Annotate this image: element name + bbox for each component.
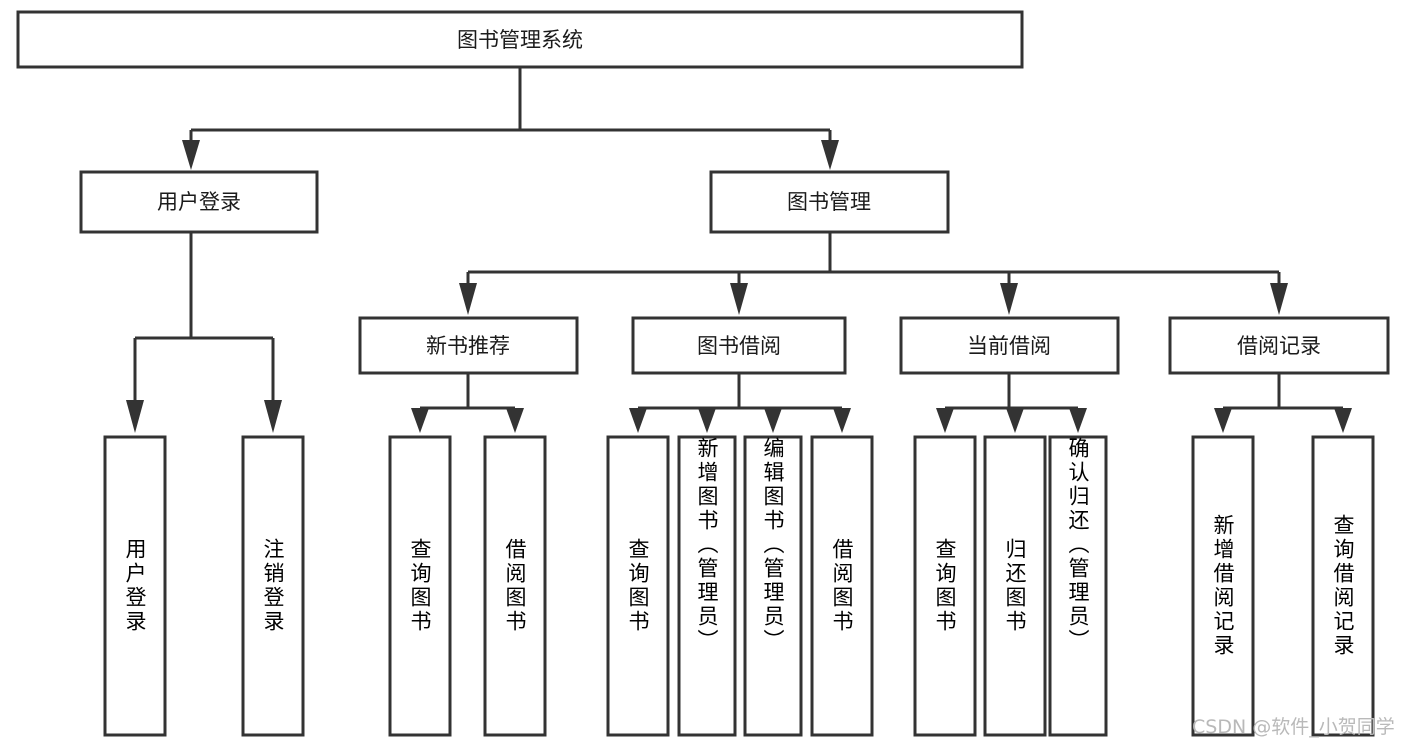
node-leaf-return-book-box[interactable] (983, 435, 1047, 737)
arrow-head-leaf-query-book-1 (411, 408, 429, 433)
node-leaf-add-record-box[interactable] (1191, 435, 1255, 737)
arrow-head-leaf-add-book (698, 408, 716, 433)
node-leaf-query-book-3[interactable]: 查询图书 (913, 435, 977, 737)
connector-group-new-book-rec (411, 373, 524, 433)
node-root-box[interactable] (16, 10, 1024, 69)
node-leaf-query-book-2-label: 查询图书 (626, 538, 650, 634)
node-leaf-add-record[interactable]: 新增借阅记录 (1191, 435, 1255, 737)
node-leaf-add-book[interactable]: 新增图书（管理员） (677, 435, 737, 737)
node-leaf-confirm-return-box[interactable] (1048, 435, 1108, 737)
arrow-head-leaf-user-login (126, 400, 144, 433)
node-new-book-rec-box[interactable] (358, 316, 579, 375)
arrow-head-leaf-logout (264, 400, 282, 433)
node-book-borrow-label: 图书借阅 (697, 334, 781, 358)
connector-group-book-manage (459, 232, 1288, 315)
node-user-login-label: 用户登录 (157, 190, 241, 214)
node-leaf-return-book-label: 归还图书 (1003, 538, 1027, 634)
node-borrow-record-label: 借阅记录 (1237, 334, 1321, 358)
node-user-login[interactable]: 用户登录 (79, 170, 319, 234)
node-current-borrow[interactable]: 当前借阅 (899, 316, 1120, 375)
node-leaf-user-login-label: 用户登录 (123, 538, 147, 634)
node-user-login-box[interactable] (79, 170, 319, 234)
node-leaf-borrow-book-2[interactable]: 借阅图书 (810, 435, 874, 737)
node-leaf-add-record-label: 新增借阅记录 (1211, 514, 1235, 658)
node-leaf-logout-label: 注销登录 (261, 538, 285, 634)
node-root-label: 图书管理系统 (457, 28, 583, 52)
node-leaf-user-login-box[interactable] (103, 435, 167, 737)
node-borrow-record[interactable]: 借阅记录 (1168, 316, 1390, 375)
node-leaf-edit-book-box[interactable] (743, 435, 803, 737)
node-leaf-borrow-book-2-box[interactable] (810, 435, 874, 737)
node-leaf-query-book-1-label: 查询图书 (408, 538, 432, 634)
node-current-borrow-label: 当前借阅 (967, 334, 1051, 358)
connector-group-book-borrow (629, 373, 851, 433)
node-leaf-query-book-1-box[interactable] (388, 435, 452, 737)
node-leaf-borrow-book-2-label: 借阅图书 (830, 538, 854, 634)
node-new-book-rec[interactable]: 新书推荐 (358, 316, 579, 375)
node-book-manage[interactable]: 图书管理 (709, 170, 950, 234)
node-leaf-user-login[interactable]: 用户登录 (103, 435, 167, 737)
arrow-head-book-manage (821, 140, 839, 170)
node-leaf-confirm-return[interactable]: 确认归还（管理员） (1048, 435, 1108, 737)
node-book-manage-label: 图书管理 (787, 190, 871, 214)
node-leaf-logout[interactable]: 注销登录 (241, 435, 305, 737)
node-leaf-borrow-book-1[interactable]: 借阅图书 (483, 435, 547, 737)
node-leaf-query-record-label: 查询借阅记录 (1331, 514, 1355, 658)
arrow-head-leaf-edit-book (764, 408, 782, 433)
node-leaf-query-book-2[interactable]: 查询图书 (606, 435, 670, 737)
arrow-head-leaf-query-record (1334, 408, 1352, 433)
node-borrow-record-box[interactable] (1168, 316, 1390, 375)
node-leaf-edit-book[interactable]: 编辑图书（管理员） (743, 435, 803, 737)
node-leaf-query-book-2-box[interactable] (606, 435, 670, 737)
node-leaf-add-book-box[interactable] (677, 435, 737, 737)
node-leaf-borrow-book-1-label: 借阅图书 (503, 538, 527, 634)
node-book-borrow[interactable]: 图书借阅 (631, 316, 847, 375)
arrow-head-new-book-rec (459, 283, 477, 315)
node-leaf-confirm-return-label: 确认归还（管理员） (1066, 437, 1090, 653)
connector-group-borrow-record (1214, 373, 1352, 433)
arrow-head-current-borrow (1000, 283, 1018, 315)
node-leaf-query-record[interactable]: 查询借阅记录 (1311, 435, 1375, 737)
node-leaf-borrow-book-1-box[interactable] (483, 435, 547, 737)
node-book-borrow-box[interactable] (631, 316, 847, 375)
arrow-head-leaf-query-book-3 (936, 408, 954, 433)
arrow-head-leaf-borrow-book-1 (506, 408, 524, 433)
node-leaf-return-book[interactable]: 归还图书 (983, 435, 1047, 737)
arrow-head-leaf-return-book (1006, 408, 1024, 433)
connector-group-current-borrow (936, 373, 1087, 433)
arrow-head-leaf-confirm-return (1069, 408, 1087, 433)
node-leaf-query-book-3-label: 查询图书 (933, 538, 957, 634)
node-leaf-query-book-3-box[interactable] (913, 435, 977, 737)
node-leaf-logout-box[interactable] (241, 435, 305, 737)
node-new-book-rec-label: 新书推荐 (426, 334, 510, 358)
node-book-manage-box[interactable] (709, 170, 950, 234)
node-leaf-query-book-1[interactable]: 查询图书 (388, 435, 452, 737)
arrow-head-user-login (182, 140, 200, 170)
arrow-head-book-borrow (730, 283, 748, 315)
node-root[interactable]: 图书管理系统 (16, 10, 1024, 69)
node-current-borrow-box[interactable] (899, 316, 1120, 375)
connector-group-root (182, 67, 839, 170)
node-leaf-edit-book-label: 编辑图书（管理员） (761, 437, 785, 653)
arrow-head-leaf-add-record (1214, 408, 1232, 433)
arrow-head-leaf-borrow-book-2 (833, 408, 851, 433)
connector-group-user-login (126, 232, 282, 433)
arrow-head-borrow-record (1270, 283, 1288, 315)
arrow-head-leaf-query-book-2 (629, 408, 647, 433)
node-leaf-query-record-box[interactable] (1311, 435, 1375, 737)
node-leaf-add-book-label: 新增图书（管理员） (695, 437, 719, 653)
csdn-watermark: CSDN @软件_小贺同学 (1192, 716, 1395, 738)
